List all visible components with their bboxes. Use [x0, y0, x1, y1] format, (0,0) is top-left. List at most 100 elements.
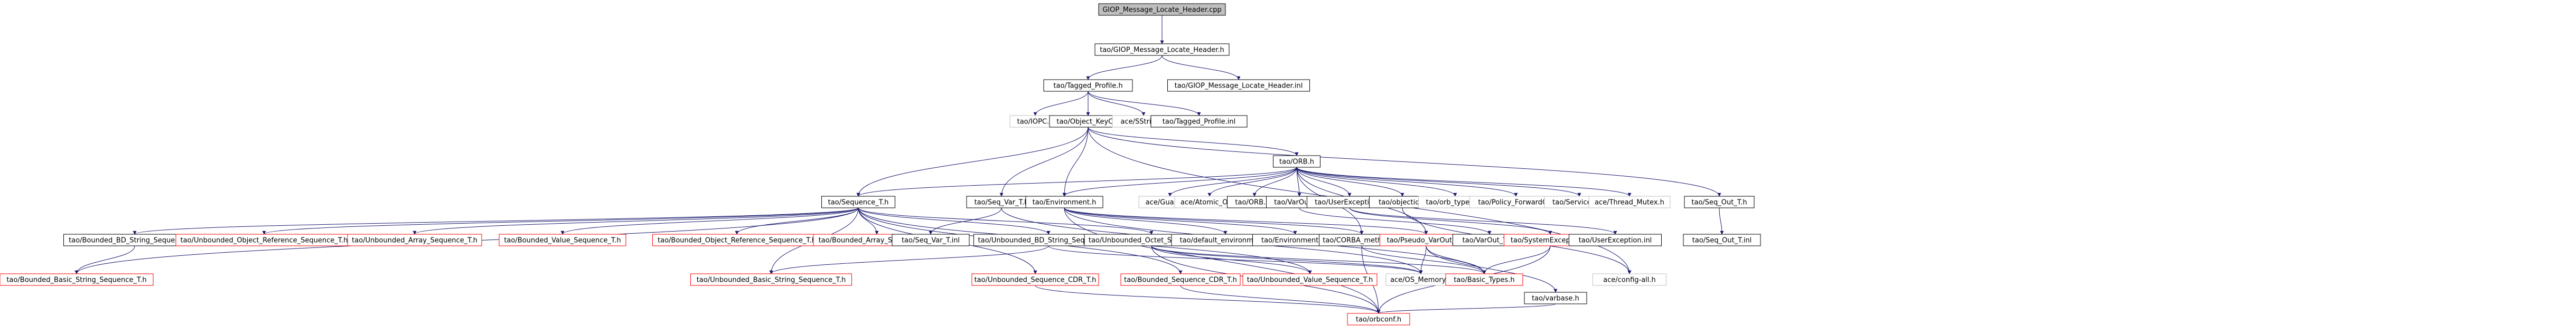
- node-osmem[interactable]: ace/OS_Memory.h: [1385, 273, 1456, 286]
- node-box: [0, 273, 154, 286]
- node-label: tao/Environment.inl: [1261, 237, 1329, 245]
- node-label: tao/Environment.h: [1033, 199, 1097, 207]
- node-label: tao/ORB.inl: [1235, 199, 1273, 207]
- node-userexcinl[interactable]: tao/UserException.inl: [1569, 234, 1662, 246]
- node-threadmutex[interactable]: ace/Thread_Mutex.h: [1588, 196, 1671, 208]
- edge-orb-to-env: [1062, 167, 1297, 197]
- node-box: [1094, 43, 1230, 56]
- edge-orb-to-servicesc: [1296, 167, 1581, 197]
- edge-pseudovar-to-basictypes: [1426, 245, 1486, 274]
- node-seqout[interactable]: tao/Seq_Out_T.h: [1684, 196, 1755, 208]
- edge-orb-to-seqT: [856, 167, 1297, 197]
- edge-ubdstr-to-ubasicstr: [769, 245, 1049, 274]
- node-label: tao/Basic_Types.h: [1454, 276, 1514, 284]
- node-label: tao/Sequence_T.h: [828, 199, 889, 207]
- node-label: tao/IOPC.h: [1017, 118, 1054, 126]
- node-orbconf[interactable]: tao/orbconf.h: [1347, 313, 1410, 326]
- node-bobjref[interactable]: tao/Bounded_Object_Reference_Sequence_T.…: [652, 234, 821, 246]
- node-label: tao/default_environment.h: [1180, 237, 1271, 245]
- node-label: tao/Tagged_Profile.inl: [1163, 118, 1235, 126]
- node-box: [1167, 79, 1310, 92]
- node-label: tao/Seq_Out_T.inl: [1692, 237, 1751, 245]
- edge-seqvar-to-seqvarinl: [929, 207, 1002, 235]
- node-bbasicstr[interactable]: tao/Bounded_Basic_String_Sequence_T.h: [0, 273, 154, 286]
- node-box: [499, 234, 626, 246]
- edge-objkey-to-seqT: [856, 127, 1089, 197]
- node-label: tao/objectid.h: [1379, 199, 1426, 207]
- edge-bbdstr-to-bbasicstr: [74, 245, 135, 274]
- node-varsize[interactable]: tao/varbase.h: [1524, 292, 1587, 304]
- node-seqT[interactable]: tao/Sequence_T.h: [821, 196, 895, 208]
- node-seqvar[interactable]: tao/Seq_Var_T.h: [966, 196, 1037, 208]
- node-label: ace/Thread_Mutex.h: [1595, 199, 1664, 207]
- node-seqoutinl[interactable]: tao/Seq_Out_T.inl: [1683, 234, 1761, 246]
- node-label: ace/Atomic_Op.h: [1181, 199, 1239, 207]
- edge-seqT-to-ubdstr: [858, 207, 1051, 235]
- node-label: tao/Bounded_Basic_String_Sequence_T.h: [6, 276, 146, 284]
- edge-userexc-to-userexcinl: [1349, 207, 1617, 235]
- node-label: tao/UserException.h: [1315, 199, 1384, 207]
- node-label: GIOP_Message_Locate_Header.cpp: [1102, 6, 1222, 14]
- edge-pseudovar-to-varsize: [1426, 245, 1558, 293]
- node-tagged[interactable]: tao/Tagged_Profile.h: [1043, 79, 1133, 92]
- edge-seqT-to-bval: [560, 207, 859, 235]
- node-root[interactable]: GIOP_Message_Locate_Header.cpp: [1098, 3, 1226, 16]
- node-box: [1043, 79, 1133, 92]
- node-label: tao/Unbounded_BD_String_Sequence_T.h: [978, 237, 1119, 245]
- nodes-layer: GIOP_Message_Locate_Header.cpp tao/GIOP_M…: [0, 3, 1761, 326]
- node-ubasicstr[interactable]: tao/Unbounded_Basic_String_Sequence_T.h: [690, 273, 852, 286]
- edge-orb-to-userexc: [1296, 167, 1352, 197]
- node-box: [1347, 313, 1410, 326]
- edge-useqcdr-to-orbconf: [1035, 285, 1381, 314]
- edge-env-to-orbconf: [1064, 207, 1381, 314]
- node-iopc[interactable]: tao/IOPC.h: [1009, 115, 1061, 128]
- node-seqvarinl[interactable]: tao/Seq_Var_T.inl: [892, 234, 970, 246]
- node-uarr[interactable]: tao/Unbounded_Array_Sequence_T.h: [347, 234, 482, 246]
- edge-seqout-to-seqoutinl: [1719, 207, 1724, 235]
- node-label: tao/orbconf.h: [1356, 316, 1401, 324]
- edge-orb-to-policyfwd: [1296, 167, 1518, 197]
- node-box: [347, 234, 482, 246]
- edge-uoctet-to-uval: [1151, 245, 1312, 274]
- node-label: tao/Bounded_Value_Sequence_T.h: [504, 237, 621, 245]
- node-orb[interactable]: tao/ORB.h: [1273, 155, 1320, 168]
- edge-objkey-to-orb: [1088, 127, 1299, 156]
- node-bval[interactable]: tao/Bounded_Value_Sequence_T.h: [499, 234, 626, 246]
- node-taggedinl[interactable]: tao/Tagged_Profile.inl: [1150, 115, 1248, 128]
- node-env[interactable]: tao/Environment.h: [1025, 196, 1103, 208]
- edge-varout-to-varoutinl: [1299, 207, 1492, 235]
- node-box: [1025, 196, 1103, 208]
- node-label: tao/UserException.inl: [1579, 237, 1652, 245]
- node-label: tao/Policy_ForwardC.h: [1478, 199, 1553, 207]
- node-box: [1445, 273, 1523, 286]
- node-label: tao/Bounded_Object_Reference_Sequence_T.…: [658, 237, 816, 245]
- node-hdrinl[interactable]: tao/GIOP_Message_Locate_Header.inl: [1167, 79, 1310, 92]
- node-uobjref[interactable]: tao/Unbounded_Object_Reference_Sequence_…: [175, 234, 353, 246]
- edge-objkey-to-env: [1062, 127, 1089, 197]
- edge-orb-to-threadmutex: [1296, 167, 1632, 197]
- edge-objkey-to-seqvar: [999, 127, 1089, 197]
- edge-env-to-corbameth: [1064, 207, 1364, 235]
- node-label: tao/Unbounded_Value_Sequence_T.h: [1247, 276, 1373, 284]
- node-box: [892, 234, 970, 246]
- node-basictypes[interactable]: tao/Basic_Types.h: [1445, 273, 1523, 286]
- node-label: tao/Seq_Var_T.h: [975, 199, 1029, 207]
- node-configall[interactable]: ace/config-all.h: [1593, 273, 1666, 286]
- node-label: tao/varbase.h: [1532, 295, 1579, 303]
- edge-varsize-to-orbconf: [1376, 303, 1556, 314]
- node-box: [1683, 234, 1761, 246]
- node-bbdstr[interactable]: tao/Bounded_BD_String_Sequence_T.h: [63, 234, 206, 246]
- node-envinl[interactable]: tao/Environment.inl: [1252, 234, 1338, 246]
- node-uval[interactable]: tao/Unbounded_Value_Sequence_T.h: [1242, 273, 1378, 286]
- node-box: [1120, 273, 1241, 286]
- edge-seqT-to-uobjref: [262, 207, 859, 235]
- node-useqcdr[interactable]: tao/Unbounded_Sequence_CDR_T.h: [971, 273, 1099, 286]
- edge-orb-to-atomic: [1207, 167, 1297, 197]
- node-objkey[interactable]: tao/Object_KeyC.h: [1049, 115, 1127, 128]
- node-label: tao/VarOut_T.inl: [1463, 237, 1517, 245]
- edge-hdr-to-hdrinl: [1161, 55, 1241, 80]
- node-policyfwd[interactable]: tao/Policy_ForwardC.h: [1469, 196, 1562, 208]
- node-hdr[interactable]: tao/GIOP_Message_Locate_Header.h: [1094, 43, 1230, 56]
- node-bseqcdr[interactable]: tao/Bounded_Sequence_CDR_T.h: [1120, 273, 1241, 286]
- edge-objkey-to-seqout: [1088, 127, 1721, 197]
